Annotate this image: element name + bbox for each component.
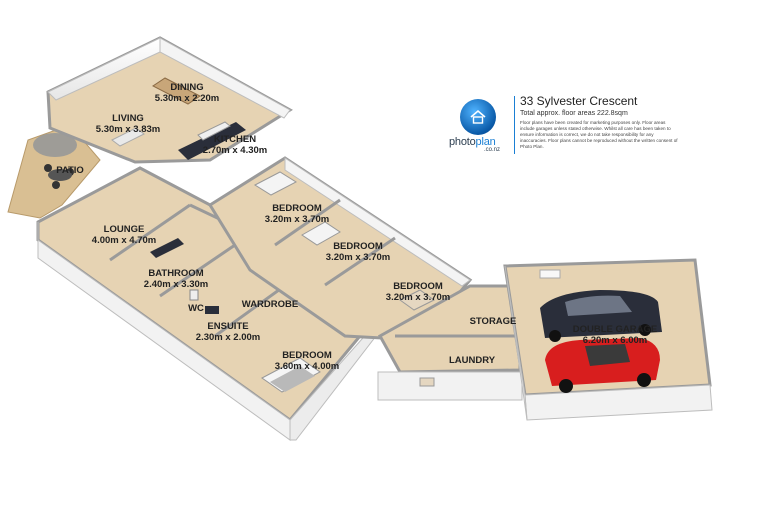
bathroom-dimensions: 2.40m x 3.30m [144, 279, 208, 290]
ensuite-label: ENSUITE [207, 321, 248, 332]
lounge-label: LOUNGE [104, 224, 145, 235]
bedroom2-label: BEDROOM [333, 241, 383, 252]
ensuite-bed-wall [214, 280, 291, 338]
info-divider [514, 96, 515, 154]
ensuite-dimensions: 2.30m x 2.00m [196, 332, 260, 343]
kitchen-label: KITCHEN [214, 134, 256, 145]
main-block-side-wall [289, 329, 377, 441]
photoplan-logo: photoplan .co.nz [448, 92, 512, 156]
info-panel: photoplan .co.nz 33 Sylvester Crescent T… [448, 92, 688, 162]
living-sofa [111, 127, 145, 147]
logo-word-photo: photo [449, 136, 476, 148]
kitchen-counter [178, 122, 246, 160]
master-bedroom-dimensions: 3.60m x 4.00m [275, 361, 339, 372]
patio-umbrella [33, 133, 77, 189]
laundry-label: LAUNDRY [449, 355, 496, 366]
living-dimensions: 5.30m x 3.83m [96, 124, 160, 135]
wc-label: WC [188, 303, 204, 314]
total-floor-area: Total approx. floor areas 222.8sqm [520, 110, 628, 117]
logo-domain: .co.nz [484, 147, 501, 153]
master-bed-cover [270, 366, 315, 392]
garage-skylight [539, 269, 561, 279]
garage-dimensions: 6.20m x 6.00m [583, 335, 647, 346]
dining-dimensions: 5.30m x 2.20m [155, 93, 219, 104]
laundry-tub [419, 377, 435, 387]
bedroom-wing-back-wall [284, 157, 471, 287]
property-address: 33 Sylvester Crescent [520, 94, 638, 108]
house-icon [470, 109, 486, 124]
bedroom1-label: BEDROOM [272, 203, 322, 214]
logo-wordmark: photoplan [449, 136, 496, 148]
bedroom3-label: BEDROOM [393, 281, 443, 292]
bedroom1-dimensions: 3.20m x 3.70m [265, 214, 329, 225]
upper-wing-right-wall [159, 37, 291, 119]
bedroom2-bed [301, 221, 341, 246]
patio-label: PATIO [56, 165, 84, 176]
bath-ensuite-wall [159, 243, 236, 298]
bedroom3-bed [399, 289, 435, 311]
bedroom1-bed [253, 171, 298, 196]
dining-label: DINING [170, 82, 203, 93]
kitchen-dimensions: 2.70m x 4.30m [203, 145, 267, 156]
bed2-bed3-wall [324, 236, 396, 287]
bedroom3-dimensions: 3.20m x 3.70m [386, 292, 450, 303]
disclaimer-text: Floor plans have been created for market… [520, 120, 678, 149]
garage-side-wall [504, 265, 528, 421]
dining-table [152, 77, 201, 105]
wc-toilet [189, 289, 199, 301]
wardrobe-label: WARDROBE [242, 299, 298, 310]
lounge-sofa [150, 238, 184, 258]
lounge-bath-wall [109, 203, 191, 262]
kitchen-island [197, 121, 231, 141]
living-label: LIVING [112, 113, 144, 124]
ensuite-vanity [205, 306, 219, 314]
garage-label: DOUBLE GARAGE [573, 324, 657, 335]
bedroom2-dimensions: 3.20m x 3.70m [326, 252, 390, 263]
laundry-block-front-wall [377, 371, 523, 401]
master-bedroom-label: BEDROOM [282, 350, 332, 361]
storage-label: STORAGE [470, 316, 517, 327]
bathroom-label: BATHROOM [148, 268, 203, 279]
logo-word-plan: plan [475, 136, 496, 148]
bed1-bed2-wall [274, 198, 341, 247]
dark-car [540, 290, 662, 342]
red-car [545, 338, 660, 393]
lounge-dimensions: 4.00m x 4.70m [92, 235, 156, 246]
